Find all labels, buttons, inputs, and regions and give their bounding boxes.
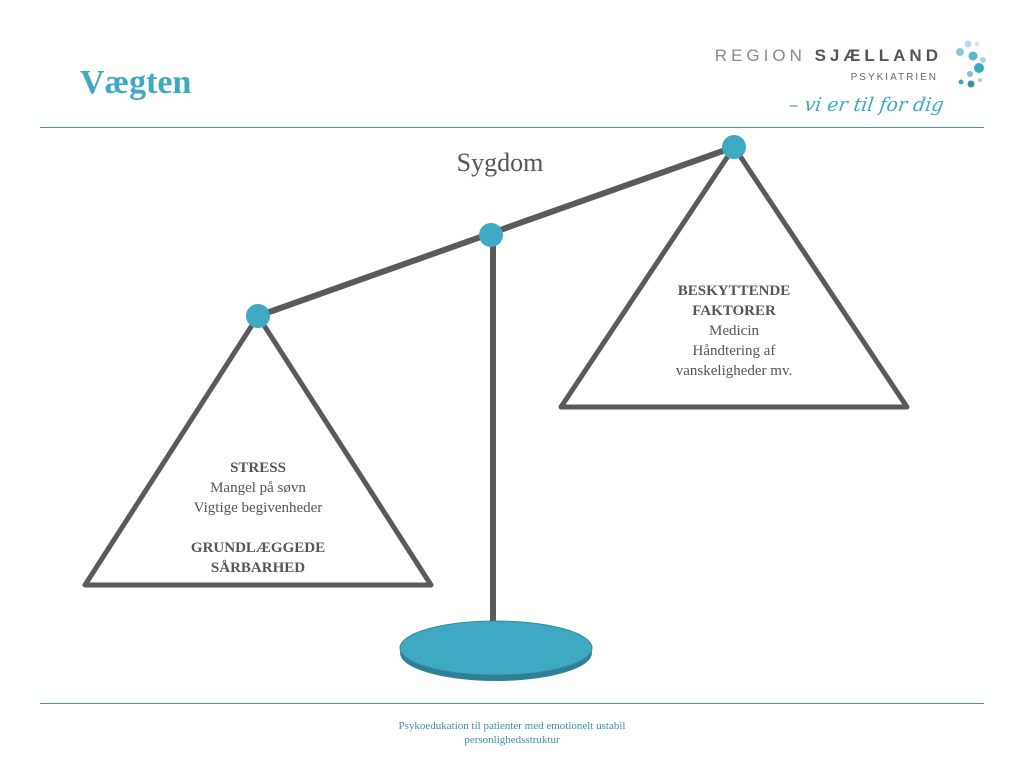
scale-base xyxy=(399,620,593,676)
illness-label: Sygdom xyxy=(456,148,544,177)
region-sjaelland-logo: REGION SJÆLLAND PSYKIATRIEN – vi er til … xyxy=(715,38,990,128)
footer-line-2: personlighedsstruktur xyxy=(464,734,560,746)
sleep-deprivation-text: Mangel på søvn xyxy=(210,480,306,496)
logo-region-name: REGION SJÆLLAND xyxy=(714,46,942,65)
footer-line-1: Psykoedukation til patienter med emotion… xyxy=(398,720,626,732)
right-pan-triangle xyxy=(558,144,910,410)
pivot-joint xyxy=(479,223,503,247)
slide-title: Vægten xyxy=(80,64,192,101)
right-pan-label: BESKYTTENDE FAKTORER Medicin Håndtering … xyxy=(634,281,834,381)
protective-heading-2: FAKTORER xyxy=(692,303,776,319)
footer-text: Psykoedukation til patienter med emotion… xyxy=(312,719,712,747)
left-joint xyxy=(246,304,270,328)
left-pan-triangle xyxy=(82,313,434,588)
logo-dots-icon xyxy=(956,40,986,88)
medicine-text: Medicin xyxy=(709,323,759,339)
footer-divider xyxy=(40,703,984,704)
right-joint xyxy=(722,135,746,159)
stress-heading: STRESS xyxy=(230,460,286,476)
coping-text-1: Håndtering af xyxy=(692,343,776,359)
left-pan-label: STRESS Mangel på søvn Vigtige begivenhed… xyxy=(158,458,358,578)
header-divider xyxy=(40,127,984,128)
protective-heading-1: BESKYTTENDE xyxy=(677,283,791,299)
vulnerability-heading-2: SÅRBARHED xyxy=(210,560,306,576)
coping-text-2: vanskeligheder mv. xyxy=(675,363,793,379)
life-events-text: Vigtige begivenheder xyxy=(193,500,323,516)
vulnerability-heading-1: GRUNDLÆGGEDE xyxy=(190,540,326,556)
logo-department: PSYKIATRIEN xyxy=(850,72,938,83)
